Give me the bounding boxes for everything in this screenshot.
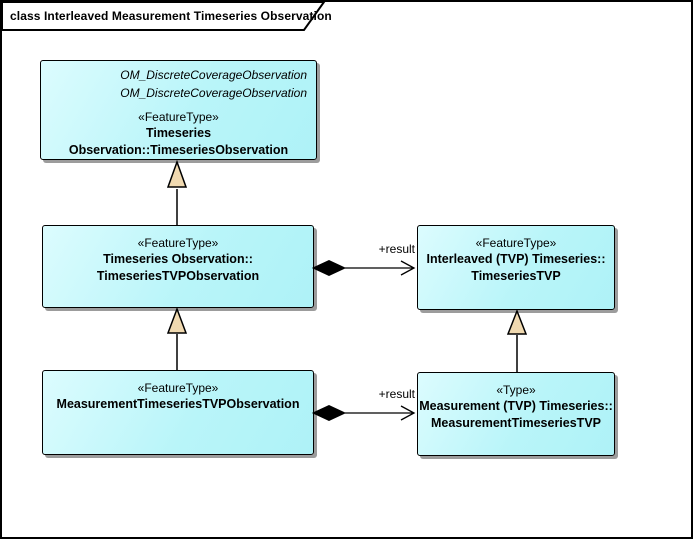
composition-diamond-icon	[311, 404, 347, 422]
class-name: Timeseries Observation::TimeseriesObserv…	[68, 126, 289, 157]
class-name: Interleaved (TVP) Timeseries::	[426, 252, 606, 266]
class-box-measurement-timeseries-tvp-observation[interactable]: «FeatureType» MeasurementTimeseriesTVPOb…	[42, 370, 314, 455]
class-name: Measurement (TVP) Timeseries::	[419, 399, 613, 413]
inherited-class-label: OM_DiscreteCoverageObservation	[120, 68, 307, 82]
stereotype-label: «FeatureType»	[137, 236, 219, 250]
class-box-timeseries-tvp[interactable]: «FeatureType» Interleaved (TVP) Timeseri…	[417, 225, 615, 310]
generalization-triangle-icon	[166, 159, 188, 188]
stereotype-label: «Type»	[496, 383, 536, 397]
composition-arrow-result-top[interactable]	[311, 259, 416, 277]
result-role-label: +result	[378, 387, 415, 401]
class-box-timeseries-tvp-observation[interactable]: «FeatureType» Timeseries Observation:: T…	[42, 225, 314, 308]
diagram-title-tab	[2, 2, 326, 31]
composition-diamond-icon	[311, 259, 347, 277]
diagram-title: class Interleaved Measurement Timeseries…	[10, 9, 332, 23]
inherited-class-label: OM_DiscreteCoverageObservation	[120, 86, 307, 100]
generalization-arrow-meastvpobs-to-tvpobs[interactable]	[166, 306, 188, 370]
class-name: MeasurementTimeseriesTVP	[431, 416, 601, 430]
class-box-measurement-timeseries-tvp[interactable]: «Type» Measurement (TVP) Timeseries:: Me…	[417, 372, 615, 456]
generalization-arrow-meastvp-to-tvp[interactable]	[506, 308, 528, 372]
tab-shape	[2, 2, 326, 31]
generalization-triangle-icon	[506, 308, 528, 335]
class-name: Timeseries Observation::	[103, 252, 253, 266]
result-role-label: +result	[378, 242, 415, 256]
stereotype-label: «FeatureType»	[137, 381, 219, 395]
generalization-triangle-icon	[166, 306, 188, 334]
composition-arrow-result-bottom[interactable]	[311, 404, 416, 422]
class-name: TimeseriesTVP	[471, 269, 561, 283]
class-box-timeseries-observation[interactable]: OM_DiscreteCoverageObservation OM_Discre…	[40, 60, 317, 160]
stereotype-label: «FeatureType»	[138, 110, 219, 124]
class-name: TimeseriesTVPObservation	[96, 269, 260, 283]
stereotype-label: «FeatureType»	[475, 236, 557, 250]
open-arrowhead-icon	[400, 260, 416, 276]
generalization-arrow-tvpobs-to-obs[interactable]	[166, 159, 188, 225]
class-name: MeasurementTimeseriesTVPObservation	[56, 397, 300, 411]
open-arrowhead-icon	[400, 405, 416, 421]
